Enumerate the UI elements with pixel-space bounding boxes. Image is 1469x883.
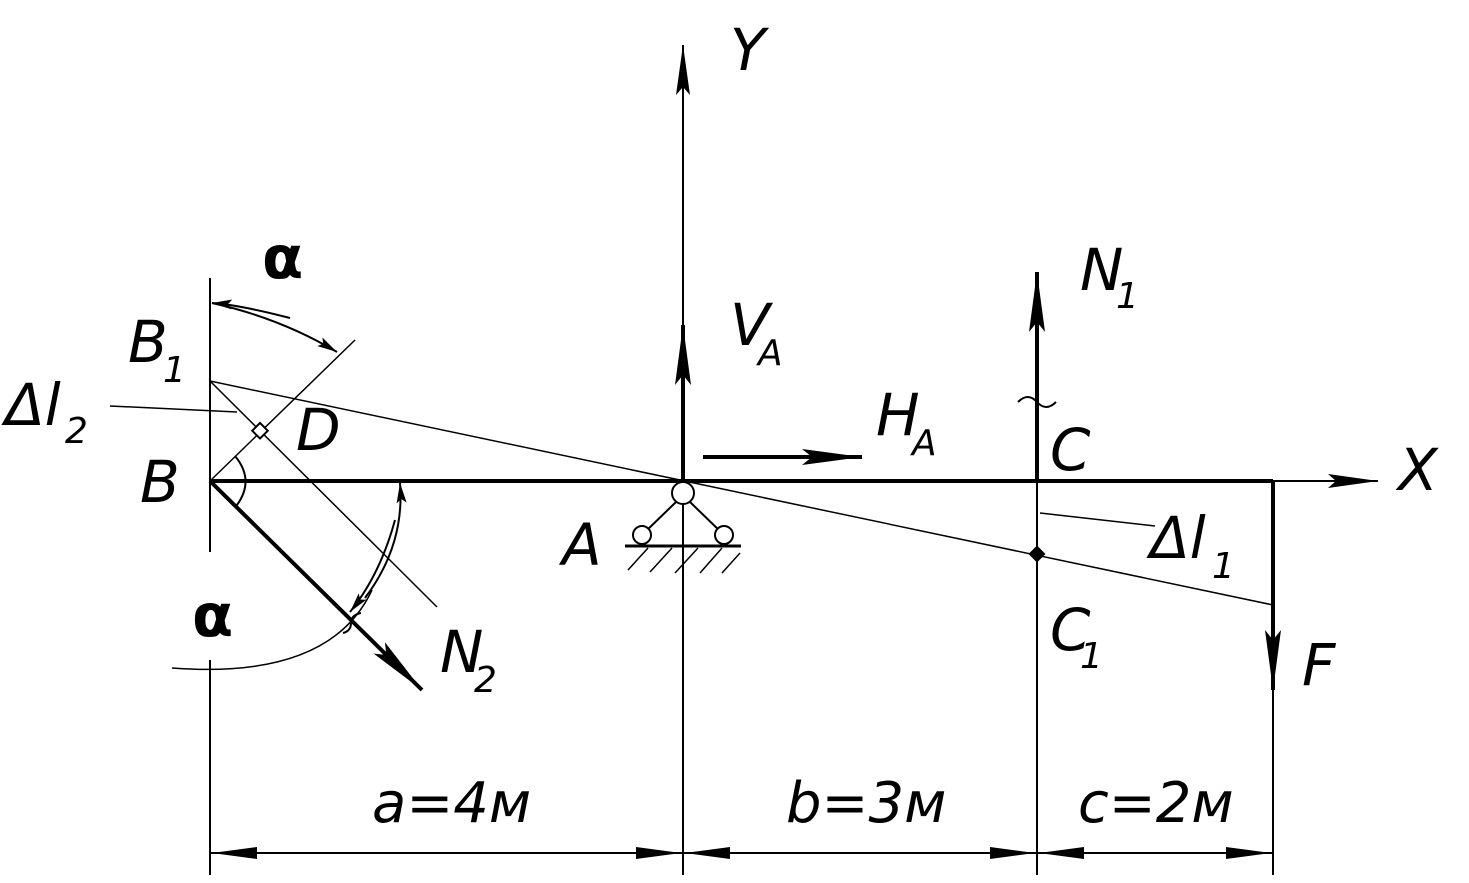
force-f-label: F <box>1302 631 1337 699</box>
point-a-label: A <box>558 511 602 579</box>
rotation-arrow-up <box>364 482 407 599</box>
delta-l1-label: Δl <box>1146 504 1206 572</box>
point-c-label: C <box>1050 416 1091 484</box>
alpha-bottom-label: α <box>192 581 233 651</box>
point-c1-marker <box>1028 545 1046 563</box>
rod-2-break-mark <box>342 612 362 634</box>
point-d-label: D <box>296 396 341 464</box>
x-axis-label: X <box>1395 436 1439 504</box>
angle-arc-top-start <box>211 299 291 319</box>
force-va-label: V <box>730 291 774 359</box>
support-a-hatch <box>627 547 741 574</box>
deflected-beam-line <box>209 380 1274 606</box>
angle-arc-b <box>234 455 247 506</box>
force-n1-label: N <box>1080 236 1123 304</box>
force-ha-label: H <box>876 381 920 449</box>
dim-a-label: a=4м <box>372 771 531 836</box>
rotation-line-d <box>209 339 356 482</box>
delta-l2-label: Δl <box>1 371 61 439</box>
point-b1-label: B <box>128 308 168 376</box>
rod-1-break-mark <box>1017 396 1057 408</box>
support-a-hinge <box>671 481 695 505</box>
force-va-sub: A <box>756 333 783 374</box>
point-c1-sub: 1 <box>1080 636 1103 677</box>
angle-arc-top <box>211 302 338 353</box>
force-n2-sub: 2 <box>474 660 497 701</box>
force-ha-sub: A <box>910 423 937 464</box>
point-c1-label: C <box>1050 596 1091 664</box>
perpendicular-line-d <box>209 380 438 608</box>
delta-l2-sub: 2 <box>65 411 88 452</box>
point-b-label: B <box>140 448 180 516</box>
force-n1-sub: 1 <box>1116 276 1139 317</box>
alpha-top-label: α <box>262 223 303 293</box>
delta-l1-leader <box>1039 512 1156 527</box>
y-axis-label: Y <box>730 16 770 84</box>
rod-2-line <box>208 479 424 692</box>
point-b1-sub: 1 <box>163 350 186 391</box>
dim-b-label: b=3м <box>786 771 946 836</box>
delta-l2-leader <box>109 405 238 413</box>
support-a-roller-left <box>632 525 652 545</box>
delta-l1-sub: 1 <box>1212 546 1235 587</box>
dim-c-label: c=2м <box>1078 771 1234 836</box>
support-a-roller-right <box>714 525 734 545</box>
force-n2-label: N <box>440 618 483 686</box>
rotation-arrow-down <box>349 519 396 613</box>
point-d-marker <box>250 421 270 440</box>
